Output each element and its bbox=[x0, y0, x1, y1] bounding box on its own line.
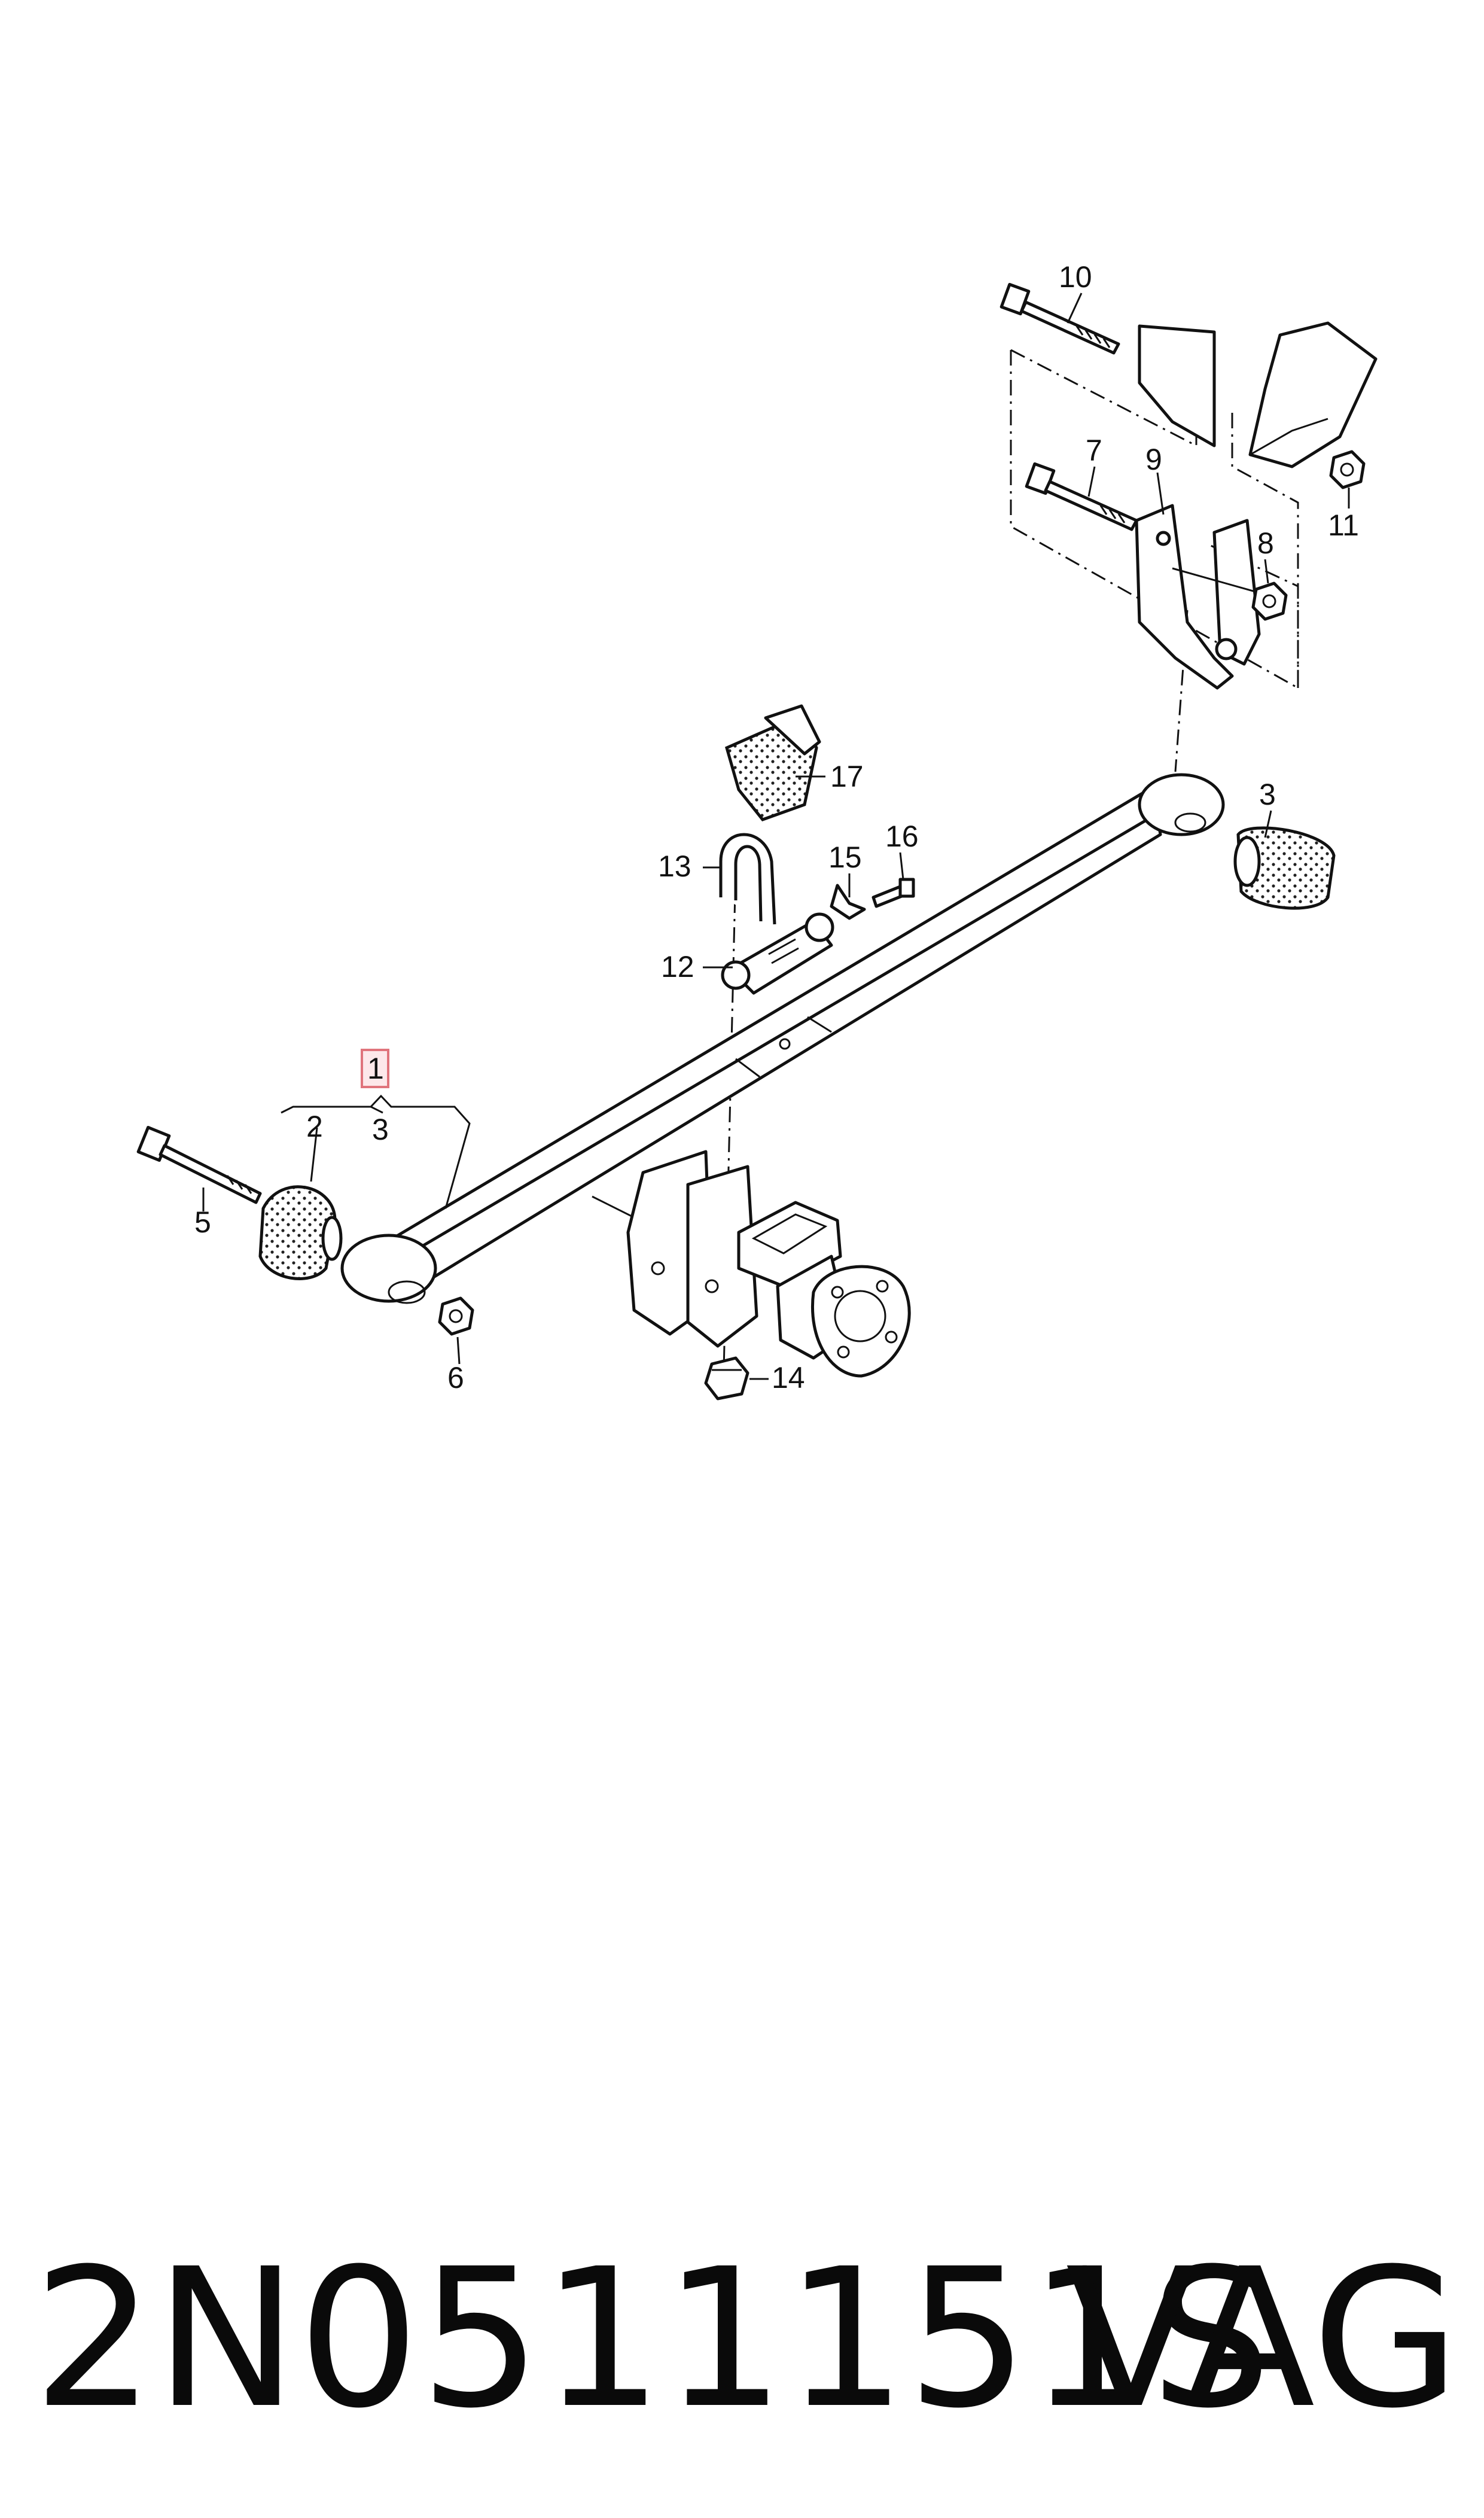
callout-9: 9 bbox=[1145, 443, 1162, 476]
callout-13: 13 bbox=[658, 850, 691, 883]
frame-member bbox=[1138, 321, 1378, 468]
callout-12: 12 bbox=[661, 950, 694, 984]
clip-15 bbox=[830, 884, 866, 920]
nut-6 bbox=[438, 1296, 474, 1336]
callout-17: 17 bbox=[830, 760, 864, 793]
nut-11 bbox=[1329, 450, 1366, 489]
bushing-2 bbox=[258, 1185, 343, 1280]
callout-labels: 1 2 3 3 5 6 7 8 9 10 11 12 13 14 15 16 1… bbox=[194, 260, 1359, 1395]
u-bolt-13 bbox=[719, 833, 776, 925]
callout-3-right: 3 bbox=[1259, 778, 1276, 811]
bolt-10 bbox=[1000, 282, 1120, 355]
part-number: 2N0511151S bbox=[33, 2228, 1272, 2450]
bump-stop-17 bbox=[724, 704, 821, 821]
callout-14: 14 bbox=[772, 1361, 805, 1395]
callout-1: 1 bbox=[367, 1052, 384, 1085]
brand-name: VAG bbox=[1065, 2228, 1460, 2450]
callout-2: 2 bbox=[306, 1110, 323, 1143]
callout-10: 10 bbox=[1059, 260, 1092, 294]
leader-lines bbox=[202, 293, 1350, 1380]
nut-8 bbox=[1251, 581, 1288, 621]
callout-11: 11 bbox=[1328, 509, 1359, 542]
callout-1-highlight bbox=[361, 1049, 389, 1088]
callout-15: 15 bbox=[828, 841, 862, 874]
footer: 2N0511151S VAG bbox=[0, 2225, 1484, 2453]
parts-diagram: 1 2 3 3 5 6 7 8 9 10 11 12 13 14 15 16 1… bbox=[136, 260, 1378, 1400]
callout-3-left: 3 bbox=[372, 1113, 389, 1146]
bolt-16 bbox=[871, 878, 915, 908]
leaf-spring bbox=[340, 773, 1225, 1304]
axle-housing bbox=[592, 1150, 911, 1378]
shackle-9 bbox=[1135, 504, 1269, 690]
callout-6: 6 bbox=[447, 1361, 464, 1395]
callout-8: 8 bbox=[1257, 526, 1274, 560]
bolt-5 bbox=[136, 1125, 262, 1204]
nut-14 bbox=[704, 1356, 749, 1400]
callout-16: 16 bbox=[885, 820, 919, 853]
callout-7: 7 bbox=[1086, 434, 1102, 467]
bushing-3 bbox=[1233, 826, 1336, 910]
bolt-7 bbox=[1025, 462, 1138, 531]
spring-plate-12 bbox=[721, 912, 834, 995]
callout-5: 5 bbox=[194, 1205, 211, 1239]
